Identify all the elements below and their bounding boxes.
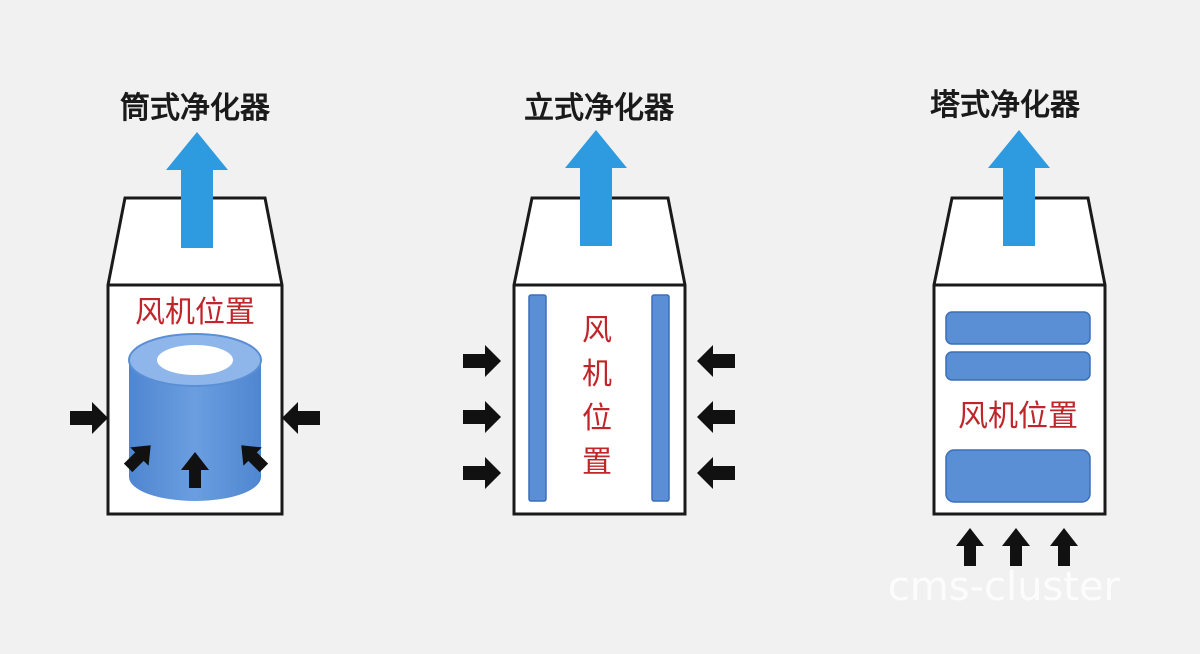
inlet-arrow-right-icon: [463, 401, 501, 433]
tower-fan-layer: [945, 449, 1091, 503]
inlet-arrow-up-icon: [181, 452, 209, 488]
cylinder-fan-icon: [128, 333, 262, 501]
inlet-arrow-up-icon: [1050, 528, 1078, 566]
watermark-text: cms-cluster: [888, 564, 1121, 610]
inlet-arrow-left-icon: [282, 402, 320, 434]
inlet-arrow-left-icon: [697, 457, 735, 489]
inlet-arrow-right-icon: [463, 457, 501, 489]
vertical-fan-label-char: 风: [582, 313, 612, 348]
tower-purifier-title: 塔式净化器: [930, 88, 1081, 123]
vertical-fan-label-char: 位: [582, 401, 612, 436]
cylinder-fan-label: 风机位置: [135, 295, 255, 330]
inlet-arrow-up-icon: [1002, 528, 1030, 566]
vertical-purifier-title: 立式净化器: [524, 91, 675, 126]
inlet-arrow-left-icon: [697, 345, 735, 377]
inlet-arrow-left-icon: [697, 401, 735, 433]
tower-purifier-panel: 塔式净化器 风机位置: [930, 88, 1107, 566]
cylinder-purifier-title: 筒式净化器: [120, 91, 271, 126]
tower-fan-layer: [945, 311, 1091, 345]
tower-fan-layer: [945, 351, 1091, 381]
outlet-arrow-up-icon: [565, 130, 627, 246]
outlet-arrow-up-icon: [988, 130, 1050, 246]
vertical-fan-label-char: 机: [582, 357, 612, 392]
tower-fan-label: 风机位置: [958, 399, 1078, 434]
inlet-arrow-right-icon: [463, 345, 501, 377]
outlet-arrow-up-icon: [166, 132, 228, 248]
inlet-arrow-diagonal-icon: [123, 445, 151, 473]
inlet-arrow-right-icon: [70, 402, 108, 434]
inlet-arrow-diagonal-icon: [241, 445, 269, 473]
vertical-fan-label-char: 置: [582, 445, 612, 480]
inlet-arrow-up-icon: [956, 528, 984, 566]
vertical-purifier-panel: 立式净化器 风 机 位 置: [463, 91, 735, 516]
vertical-fan-bar-right: [651, 294, 670, 502]
cylinder-purifier-panel: 筒式净化器 风机位置: [70, 91, 320, 516]
vertical-fan-bar-left: [528, 294, 547, 502]
